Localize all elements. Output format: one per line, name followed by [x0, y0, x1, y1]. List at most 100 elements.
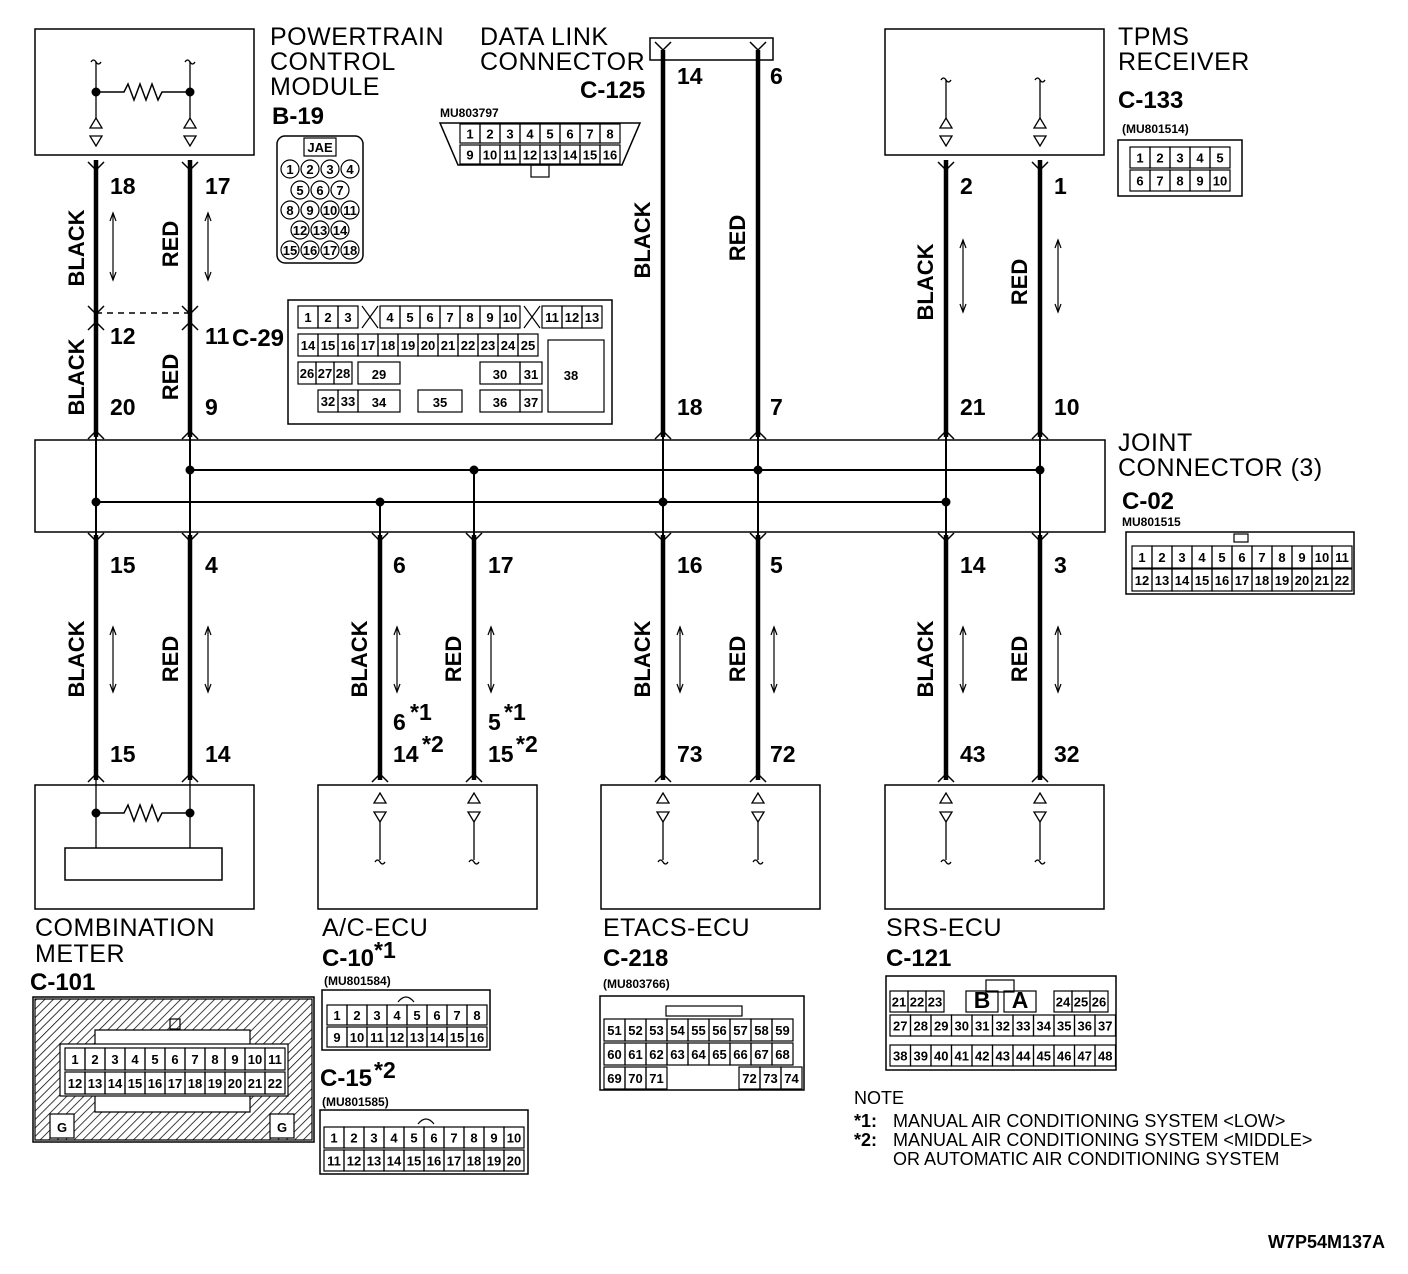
b19-label-5: 5: [296, 183, 303, 198]
c101-ground-label-2: G: [277, 1120, 287, 1135]
c29-label-32: 32: [321, 394, 335, 409]
c121-label-46: 46: [1057, 1049, 1071, 1064]
wire-color-pcm-red: RED: [158, 221, 183, 267]
c29-label-14: 14: [301, 338, 316, 353]
wire-color-ac-black: BLACK: [347, 620, 372, 697]
c29-label-37: 37: [524, 395, 538, 410]
c218-label-74: 74: [784, 1071, 799, 1086]
wire-color-tpms-black: BLACK: [913, 243, 938, 320]
c15-label-15: 15: [407, 1154, 421, 1169]
c121-key-a: [1003, 990, 1037, 1013]
c121-label-47: 47: [1078, 1049, 1092, 1064]
c10-label-6: 6: [433, 1008, 440, 1023]
tpms-connector-id: C-133: [1118, 87, 1183, 114]
c121-label-31: 31: [975, 1019, 989, 1034]
c121-label-34: 34: [1037, 1019, 1052, 1034]
b19-label-8: 8: [286, 203, 293, 218]
c10-cell-8: [466, 1004, 488, 1026]
chevron-pcm: [181, 161, 199, 172]
c101-label-12: 12: [68, 1076, 82, 1091]
etacs-connector-id: C-218: [603, 945, 668, 972]
dlc-connector-body: [649, 37, 774, 61]
c10-label-12: 12: [390, 1030, 404, 1045]
c29-label-22: 22: [461, 338, 475, 353]
wire-color-srs-red: RED: [1007, 636, 1032, 682]
pin-ac-black-2-star: *2: [422, 731, 444, 757]
pin-ac-black-1: 6: [393, 709, 406, 735]
chevron-joint-top: [749, 429, 767, 440]
c218-label-58: 58: [754, 1023, 768, 1038]
internal-tilde: [1034, 77, 1046, 83]
c02-label-18: 18: [1255, 573, 1269, 588]
c101-label-14: 14: [108, 1076, 123, 1091]
wire-color-pcm-black: BLACK: [64, 209, 89, 286]
c218-label-73: 73: [763, 1071, 777, 1086]
ecu-terminal: [655, 791, 671, 824]
ac-connector2-star: *2: [374, 1057, 396, 1083]
c02-latch: [1233, 533, 1249, 543]
c29-cell-25: [517, 333, 539, 357]
b19-label-13: 13: [313, 223, 327, 238]
c218-label-52: 52: [628, 1023, 642, 1038]
c121-cell-26: [1089, 990, 1109, 1013]
c101-label-8: 8: [211, 1052, 218, 1067]
wire-color-c29-black: BLACK: [64, 338, 89, 415]
c29-label-30: 30: [493, 367, 507, 382]
c02-label-3: 3: [1178, 550, 1185, 565]
ecu-terminal: [750, 791, 766, 824]
signal-arrow-lower-head-down: [959, 683, 967, 694]
c02-label-15: 15: [1195, 573, 1209, 588]
c218-face-outline: [599, 995, 805, 1091]
c125-label-11: 11: [503, 148, 517, 163]
c15-label-7: 7: [450, 1131, 457, 1146]
chevron-joint-top: [181, 429, 199, 440]
c121-key-b-label: B: [974, 987, 991, 1013]
pin-joint-bottom-8: 3: [1054, 552, 1067, 578]
c101-label-6: 6: [171, 1052, 178, 1067]
c15-label-5: 5: [410, 1131, 417, 1146]
c29-label-29: 29: [372, 367, 386, 382]
terminal-up-triangle: [655, 791, 671, 804]
b19-label-18: 18: [343, 243, 357, 258]
c125-face-outline: [438, 122, 642, 166]
c15-label-17: 17: [447, 1154, 461, 1169]
b19-label-4: 4: [346, 162, 354, 177]
c121-label-26: 26: [1092, 995, 1106, 1010]
b19-label-14: 14: [333, 223, 348, 238]
pin-ac-black-1-star: *1: [410, 699, 432, 725]
pcm-terminating-resistor: [96, 81, 190, 103]
c29-label-38: 38: [564, 368, 578, 383]
b19-pin-1: [280, 159, 300, 179]
c15-label-2: 2: [350, 1131, 357, 1146]
pin-srs-red: 32: [1054, 741, 1080, 767]
pin-joint-dlc-red: 7: [770, 394, 783, 420]
c133-label-7: 7: [1156, 174, 1163, 189]
c133-label-9: 9: [1196, 174, 1203, 189]
signal-arrow-lower-head-down: [1054, 683, 1062, 694]
joint-connector-id: C-02: [1122, 488, 1174, 515]
c121-key-b: [965, 990, 999, 1013]
b19-pin-12: [290, 220, 310, 240]
c121-label-48: 48: [1098, 1049, 1112, 1064]
c29-cell-10: [499, 305, 521, 329]
b19-pin-8: [280, 200, 300, 220]
ac-connector2-id: C-15: [320, 1065, 372, 1092]
c10-label-16: 16: [470, 1030, 484, 1045]
c133-face-outline: [1117, 139, 1243, 197]
c121-label-25: 25: [1074, 995, 1088, 1010]
c101-label-15: 15: [128, 1076, 142, 1091]
signal-arrow-lower-head-down: [487, 683, 495, 694]
wire-color-etacs-red: RED: [725, 636, 750, 682]
ecu-terminal: [1032, 791, 1048, 824]
c29-label-28: 28: [336, 366, 350, 381]
c121-label-21: 21: [892, 995, 906, 1010]
b19-pin-9: [300, 200, 320, 220]
c29-label-31: 31: [524, 367, 538, 382]
b19-label-11: 11: [343, 203, 357, 218]
c133-cell-10: [1209, 169, 1231, 192]
pin-ac-red-1-star: *1: [504, 699, 526, 725]
c121-label-39: 39: [914, 1049, 928, 1064]
terminal-down-triangle: [655, 811, 671, 824]
terminal-down-triangle: [88, 135, 104, 148]
c121-label-30: 30: [955, 1019, 969, 1034]
